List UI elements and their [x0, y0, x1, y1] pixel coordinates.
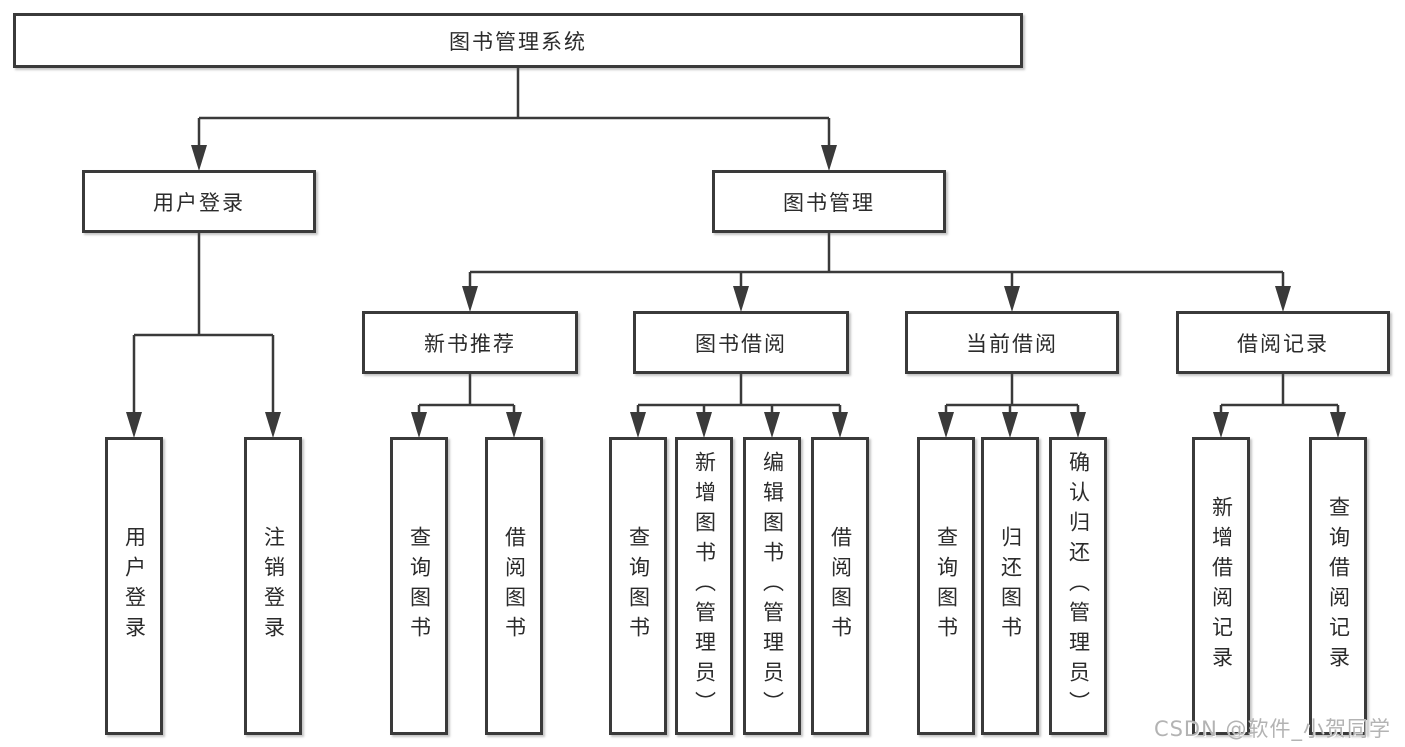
leaf-label: 注销登录: [261, 526, 286, 646]
node-label: 新书推荐: [424, 331, 516, 356]
leaf-label: 用户登录: [122, 526, 147, 646]
node-root: 图书管理系统: [13, 13, 1023, 68]
leaf-confirm-return-admin: 确认归还（管理员）: [1049, 437, 1107, 735]
leaf-label: 确认归还（管理员）: [1066, 451, 1091, 721]
leaf-label: 查询图书: [407, 526, 432, 646]
node-book-management-branch: 图书管理: [712, 170, 946, 233]
node-borrowing-records: 借阅记录: [1176, 311, 1390, 374]
leaf-label: 借阅图书: [502, 526, 527, 646]
leaf-edit-book-admin: 编辑图书（管理员）: [743, 437, 801, 735]
node-book-borrowing: 图书借阅: [633, 311, 849, 374]
leaf-user-login: 用户登录: [105, 437, 163, 735]
leaf-label: 编辑图书（管理员）: [760, 451, 785, 721]
node-label: 当前借阅: [966, 331, 1058, 356]
node-root-label: 图书管理系统: [449, 29, 587, 54]
leaf-borrow-books: 借阅图书: [811, 437, 869, 735]
node-label: 用户登录: [153, 190, 245, 215]
leaf-query-books-borrowing: 查询图书: [609, 437, 667, 735]
leaf-label: 归还图书: [998, 526, 1023, 646]
leaf-query-books-current: 查询图书: [917, 437, 975, 735]
leaf-logout: 注销登录: [244, 437, 302, 735]
leaf-add-book-admin: 新增图书（管理员）: [675, 437, 733, 735]
node-label: 借阅记录: [1237, 331, 1329, 356]
leaf-label: 查询图书: [934, 526, 959, 646]
leaf-label: 新增图书（管理员）: [692, 451, 717, 721]
leaf-label: 查询图书: [626, 526, 651, 646]
node-label: 图书管理: [783, 190, 875, 215]
leaf-query-borrow-record: 查询借阅记录: [1309, 437, 1367, 735]
leaf-borrow-books-recommend: 借阅图书: [485, 437, 543, 735]
leaf-add-borrow-record: 新增借阅记录: [1192, 437, 1250, 735]
csdn-watermark: CSDN @软件_小贺同学: [1153, 717, 1391, 741]
node-label: 图书借阅: [695, 331, 787, 356]
leaf-return-book: 归还图书: [981, 437, 1039, 735]
leaf-label: 借阅图书: [828, 526, 853, 646]
leaf-label: 查询借阅记录: [1326, 496, 1351, 676]
leaf-label: 新增借阅记录: [1209, 496, 1234, 676]
node-current-borrowing: 当前借阅: [905, 311, 1119, 374]
leaf-query-books-recommend: 查询图书: [390, 437, 448, 735]
node-new-book-recommendation: 新书推荐: [362, 311, 578, 374]
node-user-login-branch: 用户登录: [82, 170, 316, 233]
